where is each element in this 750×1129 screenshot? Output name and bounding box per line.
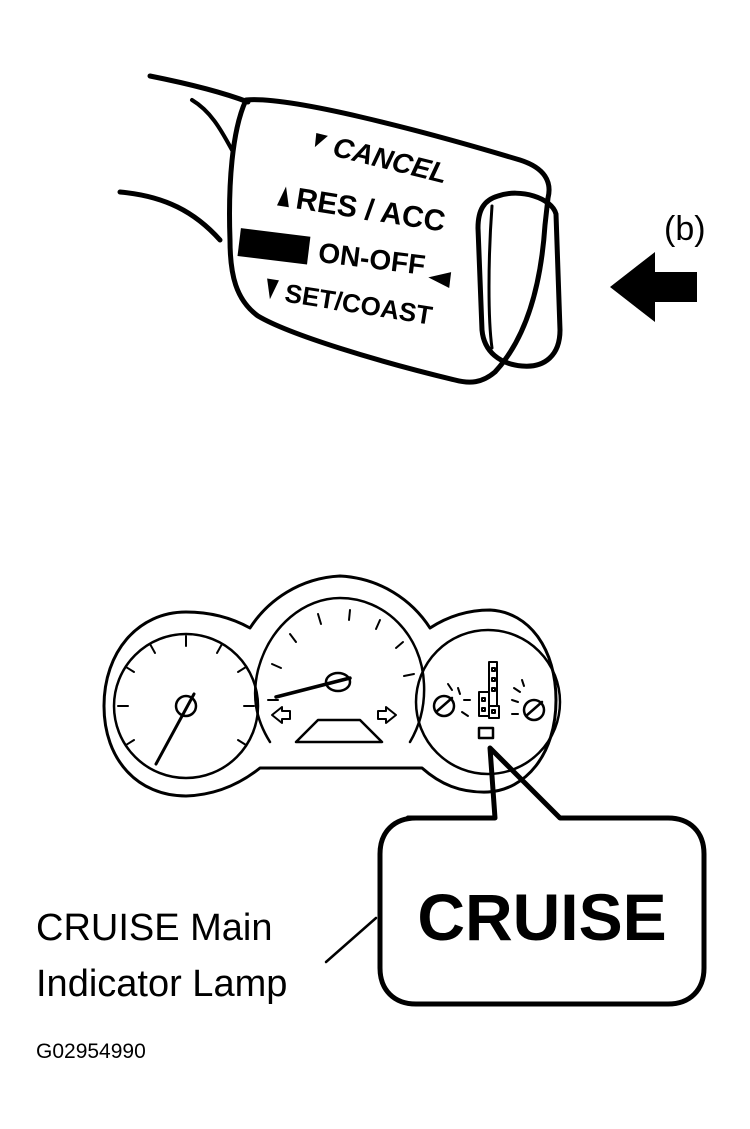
switch-body xyxy=(227,97,552,385)
cruise-control-stalk: CANCEL RES / ACC CRUISE ON-OFF SET/COAST xyxy=(117,73,563,385)
set-coast-arrow-icon xyxy=(267,278,279,300)
on-off-label: ON-OFF xyxy=(317,237,427,281)
set-coast-label: SET/COAST xyxy=(283,278,435,331)
cruise-badge xyxy=(237,228,311,265)
cruise-indicator-lamp xyxy=(477,726,495,740)
caption-leader-line xyxy=(324,916,378,964)
cruise-callout-box xyxy=(377,745,707,1007)
push-direction-arrow-icon xyxy=(610,252,697,322)
speedometer xyxy=(253,596,426,744)
res-acc-arrow-icon xyxy=(276,186,289,208)
cancel-arrow-icon xyxy=(314,133,328,148)
left-turn-signal-icon xyxy=(271,706,291,724)
cruise-callout-text: CRUISE xyxy=(417,880,666,954)
instrument-cluster xyxy=(102,574,562,798)
caption-line-2: Indicator Lamp xyxy=(36,963,287,1005)
callout-b-label: (b) xyxy=(664,210,706,248)
cancel-label: CANCEL xyxy=(330,131,451,189)
figure-code: G02954990 xyxy=(36,1040,146,1063)
left-gauge-needle xyxy=(154,692,196,766)
res-acc-label: RES / ACC xyxy=(294,182,448,238)
right-gauges xyxy=(414,628,562,776)
shift-indicator-icon xyxy=(478,661,500,719)
odometer-display xyxy=(294,718,384,744)
speedometer-needle xyxy=(274,676,352,699)
on-off-arrow-icon xyxy=(428,272,452,289)
switch-end-cap[interactable] xyxy=(475,190,563,369)
right-turn-signal-icon xyxy=(377,706,397,724)
left-gauge xyxy=(112,632,260,780)
caption-line-1: CRUISE Main xyxy=(36,907,273,949)
